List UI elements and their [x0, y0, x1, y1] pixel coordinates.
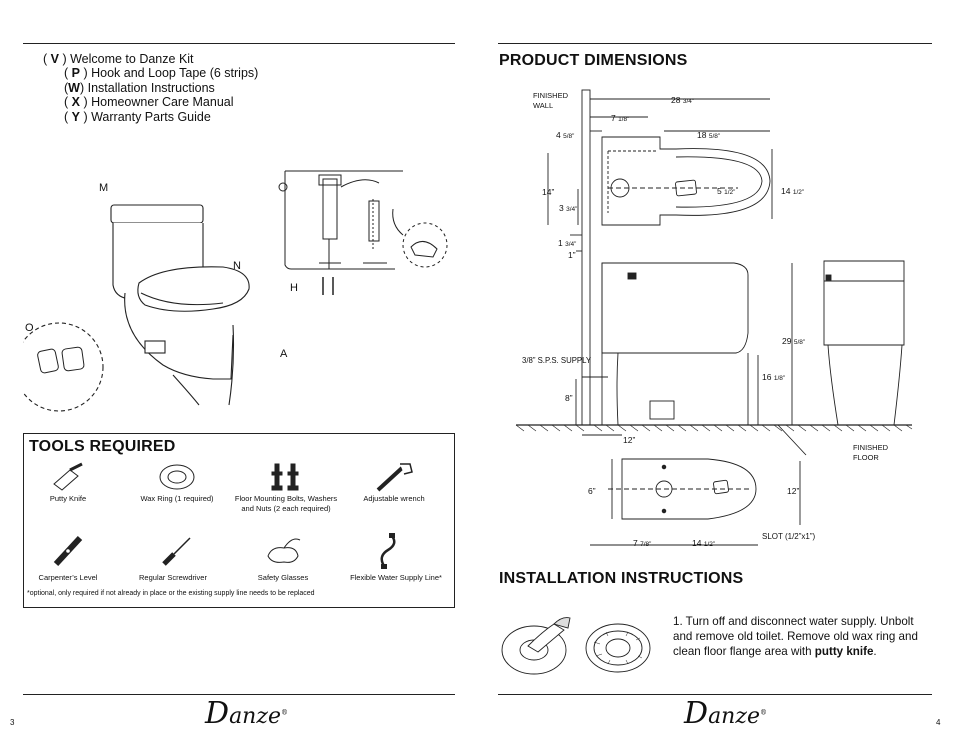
- dim-1a: 1 3/4”: [558, 238, 577, 248]
- label-n: N: [233, 260, 241, 272]
- tools-required-box: TOOLS REQUIRED Putty Knife Wax Ring (1 r…: [23, 433, 455, 608]
- dim-28: 28 3/4”: [671, 95, 695, 105]
- dim-1b: 1”: [568, 250, 576, 260]
- screwdriver-icon: [162, 537, 191, 566]
- dim-7b: 7 7/8”: [633, 538, 652, 548]
- dim-12b: 12”: [787, 486, 800, 496]
- kit-item: ( V ) Welcome to Danze Kit: [43, 52, 194, 66]
- logo-mark: ®: [759, 708, 767, 717]
- slot-label: SLOT (1/2”x1”): [762, 532, 816, 541]
- bottom-rule-left: [23, 694, 455, 695]
- dim-14b: 14 1/2”: [781, 186, 805, 196]
- kit-item: ( X ) Homeowner Care Manual: [64, 95, 234, 109]
- label-m: M: [99, 182, 109, 194]
- tool-label-supply-line: Flexible Water Supply Line*: [350, 573, 442, 582]
- dimension-drawing: [515, 89, 913, 546]
- kit-item: ( Y ) Warranty Parts Guide: [64, 110, 211, 124]
- toilet-parts-illustration: [23, 170, 448, 412]
- page-number-right: 4: [936, 718, 941, 727]
- safety-glasses-icon: [267, 538, 301, 563]
- logo-mark: ®: [280, 708, 288, 717]
- dim-6: 6”: [588, 486, 596, 496]
- label-h: H: [290, 282, 298, 294]
- label-o: O: [25, 322, 34, 334]
- dim-4: 4 5/8”: [556, 130, 575, 140]
- dim-8: 8”: [565, 393, 573, 403]
- tool-label-level: Carpenter’s Level: [38, 573, 98, 582]
- logo-text: anze: [229, 704, 281, 729]
- step-1-bold: putty knife: [814, 645, 874, 658]
- danze-logo-left: Danze®: [205, 696, 288, 731]
- label-a: A: [280, 348, 288, 360]
- dim-3: 3 3/4”: [559, 203, 578, 213]
- dim-29: 29 5/8”: [782, 336, 806, 346]
- kit-item: (W) Installation Instructions: [64, 81, 215, 95]
- supply-line-icon: [380, 533, 396, 569]
- kit-item: ( P ) Hook and Loop Tape (6 strips): [64, 66, 259, 80]
- supply-label: 3/8” S.P.S. SUPPLY: [522, 356, 592, 365]
- dim-16: 16 1/8”: [762, 372, 786, 382]
- logo-text: anze: [708, 704, 760, 729]
- dim-14a: 14”: [542, 187, 555, 197]
- bottom-rule-right: [498, 694, 932, 695]
- tool-label-bolts: Floor Mounting Bolts, Washers and Nuts (…: [234, 494, 338, 513]
- installation-title: INSTALLATION INSTRUCTIONS: [499, 570, 744, 587]
- putty-knife-icon: [53, 462, 83, 491]
- tools-footnote: *optional, only required if not already …: [27, 590, 315, 597]
- product-dimensions-title: PRODUCT DIMENSIONS: [499, 52, 688, 69]
- tool-label-safety-glasses: Safety Glasses: [257, 573, 309, 582]
- wax-ring-icon: [159, 464, 195, 490]
- wrench-icon: [376, 463, 413, 492]
- tools-title: TOOLS REQUIRED: [29, 438, 176, 455]
- putty-knife-flange-illustration: [501, 617, 651, 675]
- bolts-icon: [271, 463, 299, 491]
- logo-initial: D: [684, 696, 709, 731]
- danze-logo-right: Danze®: [684, 696, 767, 731]
- dim-12a: 12”: [623, 435, 636, 445]
- page-number-left: 3: [10, 718, 15, 727]
- logo-initial: D: [205, 696, 230, 731]
- dim-14c: 14 1/2”: [692, 538, 716, 548]
- tool-label-putty-knife: Putty Knife: [49, 494, 87, 503]
- level-icon: [53, 535, 83, 567]
- step-1-text: 1. Turn off and disconnect water supply.…: [673, 615, 918, 658]
- dim-5: 5 1/2”: [717, 186, 736, 196]
- floor-hatch: [515, 424, 913, 432]
- tool-label-screwdriver: Regular Screwdriver: [139, 573, 207, 582]
- dim-7a: 7 1/8”: [611, 113, 630, 123]
- top-rule-left: [23, 43, 455, 44]
- tool-label-wax-ring: Wax Ring (1 required): [140, 494, 214, 503]
- tool-label-wrench: Adjustable wrench: [363, 494, 425, 503]
- top-rule-right: [498, 43, 932, 44]
- dim-18: 18 5/8”: [697, 130, 721, 140]
